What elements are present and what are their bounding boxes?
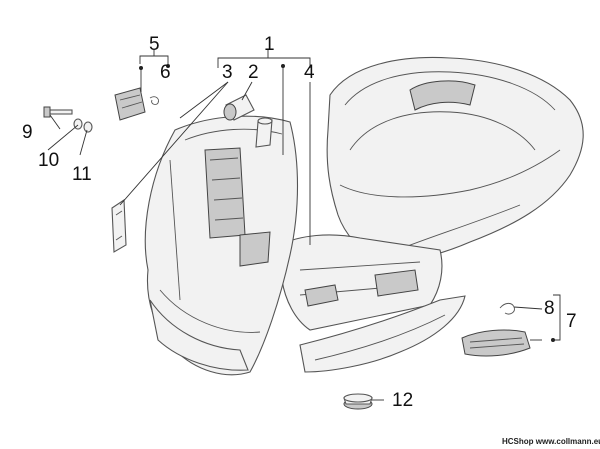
part-3-side-panel [111, 199, 127, 253]
rear-body-shell [326, 56, 584, 266]
part-9-bolt [43, 106, 73, 118]
part-7-pad [461, 329, 531, 357]
part-2-bushing [223, 94, 255, 121]
callout-12: 12 [392, 390, 413, 411]
part-8-spring [499, 302, 515, 315]
leader-dots [139, 64, 555, 342]
callout-1: 1 [264, 34, 275, 55]
footrest-base [299, 295, 466, 373]
callout-11: 11 [72, 164, 92, 185]
callout-7: 7 [566, 311, 577, 332]
part-6-clip [149, 96, 159, 105]
front-shield [144, 115, 299, 376]
callout-4: 4 [304, 62, 315, 83]
callout-8: 8 [544, 298, 555, 319]
part-12-plug [343, 393, 373, 410]
credit-text: HCShop www.collmann.eu [502, 437, 600, 446]
callout-2: 2 [248, 62, 259, 83]
callout-9: 9 [22, 122, 33, 143]
callout-6: 6 [160, 62, 171, 83]
part-5-bracket [114, 87, 146, 121]
callout-5: 5 [149, 34, 160, 55]
callout-3: 3 [222, 62, 233, 83]
part-2b-tube [255, 117, 273, 148]
floor-tunnel [279, 234, 443, 331]
leader-lines [47, 50, 561, 401]
callout-10: 10 [38, 150, 59, 171]
part-11-nut [83, 121, 93, 133]
